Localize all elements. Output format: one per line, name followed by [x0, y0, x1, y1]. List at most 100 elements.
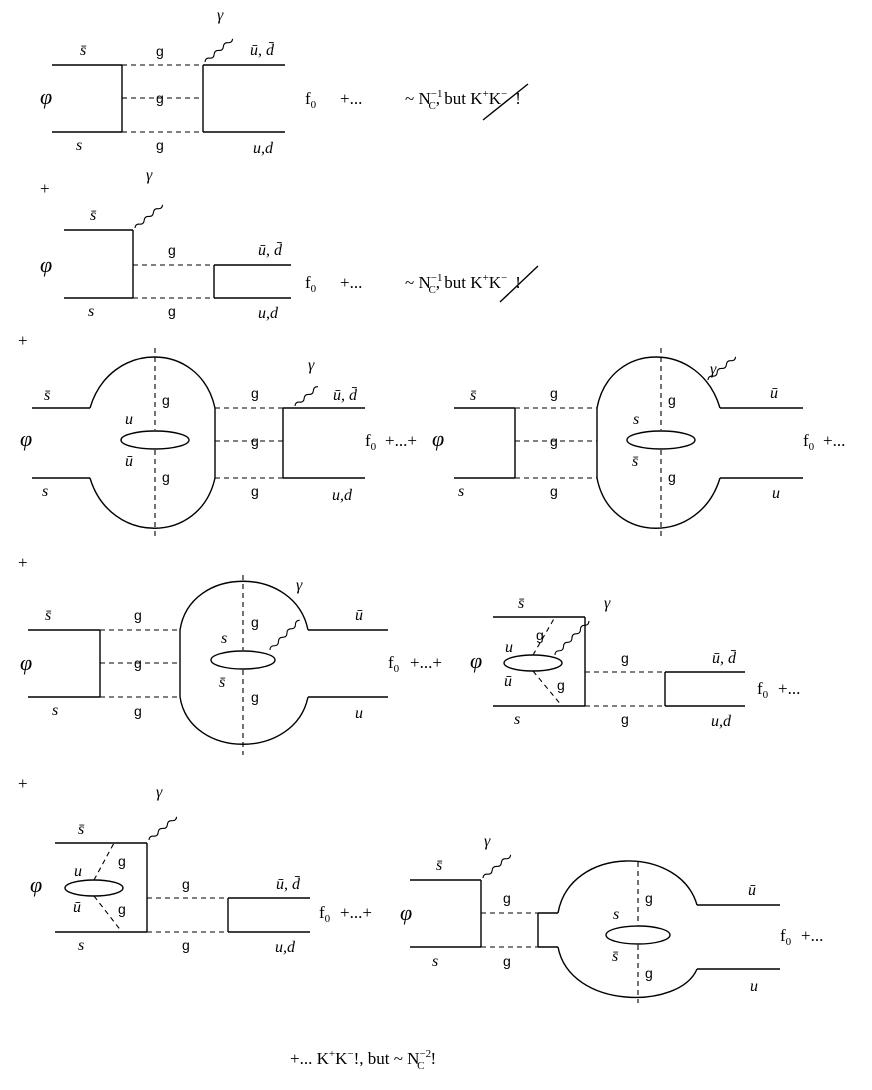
label-ubar: ū [73, 899, 81, 916]
label-sbar: s̄ [78, 821, 84, 838]
label-f0: f0 [780, 926, 792, 948]
label-ubar: ū [770, 385, 778, 402]
label-gluon: g [251, 483, 259, 499]
label-s: s [42, 483, 48, 500]
label-s: s [432, 953, 438, 970]
label-gluon: g [550, 433, 558, 449]
label-gluon: g [168, 242, 176, 258]
label-u: u [772, 485, 780, 502]
label-ubar-dbar: ū, d̄ [258, 242, 283, 259]
plus-sign: + [18, 553, 28, 572]
label-s: s [76, 137, 82, 154]
label-f0: f0 [319, 903, 331, 925]
label-phi: φ [30, 872, 42, 897]
label-s: s [221, 630, 227, 647]
diagram-4: φ s̄ s g g g g g s s̄ γ ū u f0 +... [432, 348, 845, 538]
label-gluon: g [182, 876, 190, 892]
label-u: u [355, 705, 363, 722]
label-f0: f0 [388, 653, 400, 675]
label-s: s [613, 906, 619, 923]
plus-sign: + [40, 179, 50, 198]
label-ubar: ū [355, 607, 363, 624]
label-ubar: ū [748, 882, 756, 899]
label-gluon: g [668, 392, 676, 408]
label-gluon: g [118, 853, 126, 869]
label-ubar: ū [125, 453, 133, 470]
label-gluon: g [550, 385, 558, 401]
label-ubar-dbar: ū, d̄ [333, 387, 358, 404]
label-gluon: g [621, 650, 629, 666]
label-s: s [514, 711, 520, 728]
strike-mark [499, 265, 539, 303]
label-f0: f0 [757, 679, 769, 701]
diagram-3: + φ s̄ s g g u ū g g g γ ū, d̄ u,d f0 +.… [18, 331, 417, 538]
label-gluon: g [134, 703, 142, 719]
label-ud: u,d [258, 305, 279, 322]
label-gamma: γ [146, 167, 153, 184]
label-f0: f0 [365, 431, 377, 453]
label-gamma: γ [308, 357, 315, 374]
diagram-6: φ s̄ s u ū g g γ g g ū, d̄ u,d f0 +... [470, 595, 800, 730]
label-phi: φ [20, 426, 32, 451]
continuation: +...+ [410, 653, 442, 672]
label-gluon: g [118, 901, 126, 917]
continuation: +...+ [385, 431, 417, 450]
label-gamma: γ [484, 833, 491, 850]
label-u: u [505, 639, 513, 656]
label-u: u [74, 863, 82, 880]
label-gluon: g [251, 614, 259, 630]
label-phi: φ [432, 426, 444, 451]
label-gamma: γ [296, 577, 303, 594]
label-gluon: g [162, 469, 170, 485]
label-gluon: g [251, 433, 259, 449]
label-sbar: s̄ [518, 595, 524, 612]
continuation: +... [801, 926, 823, 945]
label-s: s [458, 483, 464, 500]
label-gluon: g [536, 627, 544, 643]
label-f0: f0 [305, 89, 317, 111]
label-ubar: ū [504, 673, 512, 690]
label-gluon: g [168, 303, 176, 319]
continuation: +... [823, 431, 845, 450]
label-phi: φ [400, 900, 412, 925]
continuation: +...+ [340, 903, 372, 922]
label-sbar: s̄ [470, 387, 476, 404]
label-s: s [88, 303, 94, 320]
label-ud: u,d [253, 140, 274, 157]
label-phi: φ [40, 252, 52, 277]
label-gluon: g [645, 890, 653, 906]
label-gluon: g [557, 677, 565, 693]
label-gluon: g [503, 953, 511, 969]
label-phi: φ [470, 648, 482, 673]
label-sbar: s̄ [436, 857, 442, 874]
continuation: +... [340, 273, 362, 292]
label-gluon: g [645, 965, 653, 981]
label-gamma: γ [156, 784, 163, 801]
label-sbar: s̄ [45, 607, 51, 624]
label-gluon: g [251, 689, 259, 705]
label-gluon: g [503, 890, 511, 906]
continuation: +... [778, 679, 800, 698]
diagram-7: + φ s̄ s u ū g g γ g g ū, d̄ u,d f0 +...… [18, 774, 372, 956]
label-ud: u,d [332, 487, 353, 504]
label-sbar: s̄ [632, 453, 638, 470]
label-ud: u,d [275, 939, 296, 956]
label-sbar: s̄ [80, 42, 86, 59]
label-gamma: γ [710, 361, 717, 378]
label-gamma: γ [604, 595, 611, 612]
plus-sign: + [18, 774, 28, 793]
label-gluon: g [156, 137, 164, 153]
label-ubar-dbar: ū, d̄ [276, 876, 301, 893]
label-gluon: g [182, 937, 190, 953]
strike-mark [482, 83, 529, 121]
label-gluon: g [550, 483, 558, 499]
label-gluon: g [156, 90, 164, 106]
label-gluon: g [134, 607, 142, 623]
label-phi: φ [20, 650, 32, 675]
label-sbar: s̄ [612, 948, 618, 965]
